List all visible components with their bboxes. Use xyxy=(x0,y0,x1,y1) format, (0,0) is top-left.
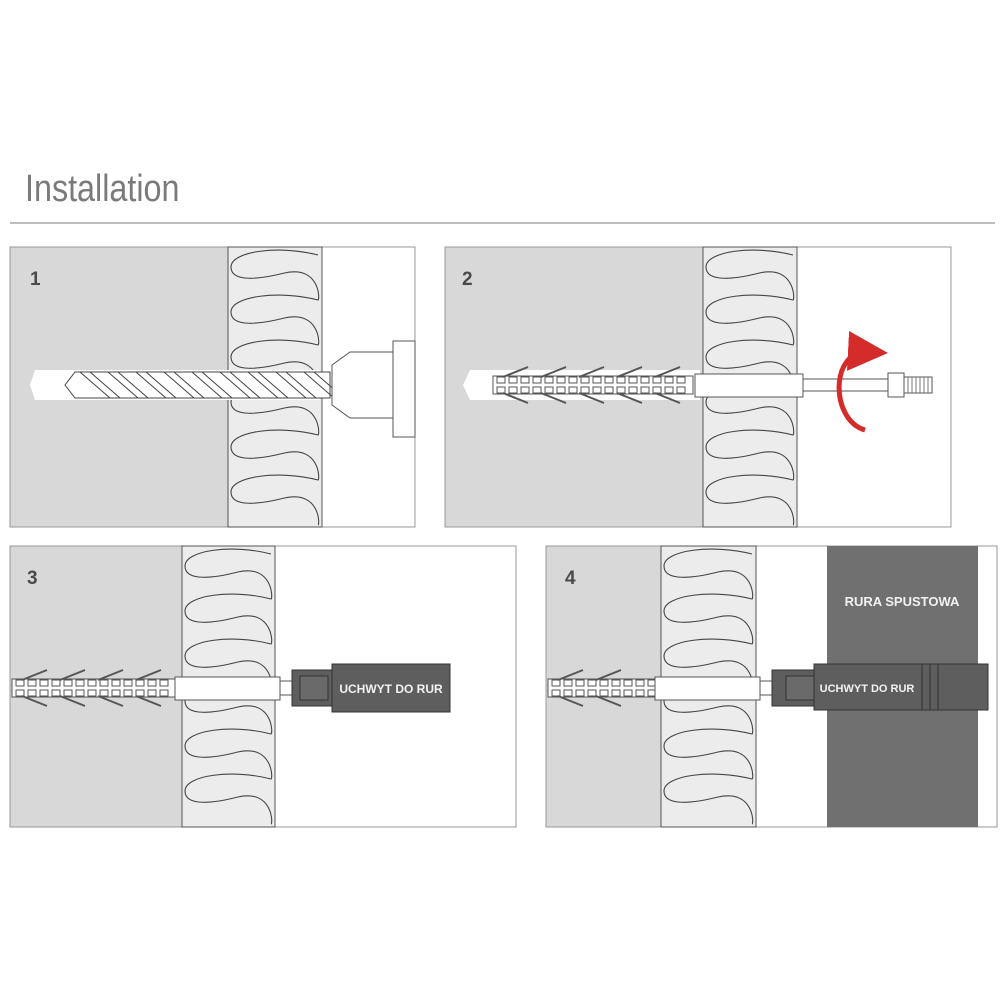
pipe-label: RURA SPUSTOWA xyxy=(845,594,960,609)
anchor-dowel-icon xyxy=(547,669,659,707)
insulation-pattern xyxy=(663,548,754,825)
step-number: 1 xyxy=(30,269,41,290)
anchor-dowel-icon xyxy=(492,366,694,404)
step-2-panel: 2 xyxy=(444,246,952,528)
bracket-label: UCHWYT DO RUR xyxy=(820,683,915,695)
pipe-bracket: UCHWYT DO RUR xyxy=(771,663,989,711)
step-number: 4 xyxy=(565,568,576,589)
anchor-sleeve xyxy=(694,373,804,398)
title-divider xyxy=(10,222,995,224)
drill-bit-icon xyxy=(64,371,345,399)
step-3-panel: UCHWYT DO RUR 3 xyxy=(9,545,517,828)
anchor-sleeve xyxy=(174,676,281,701)
step-number: 2 xyxy=(462,269,473,290)
step-number: 3 xyxy=(27,568,38,589)
step-1-panel: 1 xyxy=(9,246,416,528)
insulation-pattern xyxy=(705,249,795,526)
anchor-sleeve xyxy=(654,676,761,701)
bracket-label: UCHWYT DO RUR xyxy=(339,682,443,696)
insulation-pattern xyxy=(230,249,320,526)
drill-chuck-icon xyxy=(331,340,416,438)
page-title: Installation xyxy=(25,168,180,210)
rotate-arrow-icon xyxy=(836,331,888,433)
pipe-bracket: UCHWYT DO RUR xyxy=(291,663,451,713)
threaded-bolt-icon xyxy=(802,372,933,398)
insulation-pattern xyxy=(184,548,273,825)
step-4-panel: RURA SPUSTOWA UCHWYT DO RUR 4 xyxy=(545,545,998,828)
anchor-dowel-icon xyxy=(11,669,178,707)
